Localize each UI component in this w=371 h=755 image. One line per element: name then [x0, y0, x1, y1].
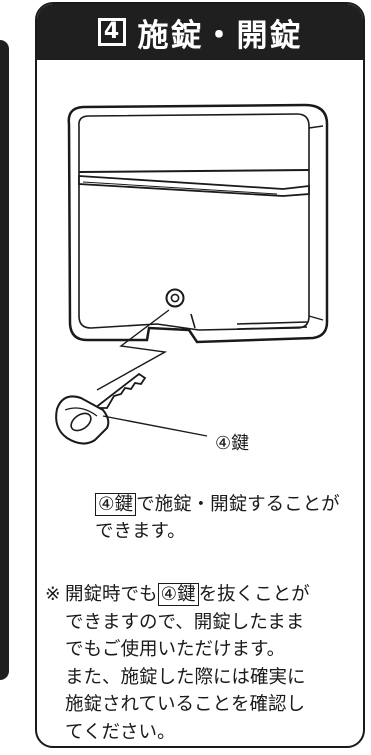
note-line1-after: を抜くことが: [198, 584, 310, 605]
key-blade: [92, 372, 147, 409]
key-head-ridge: [64, 407, 98, 417]
section-number-badge: 4: [97, 18, 126, 46]
mailbox-body-outline: [67, 103, 329, 344]
mail-slot-flap: [78, 175, 310, 197]
note-line3: でもご使用いただけます。: [65, 639, 286, 660]
note-line5: 施錠されていることを確認し: [65, 694, 305, 715]
description-line1: で施錠・開錠することが: [136, 494, 340, 515]
section-title: 施錠・開錠: [137, 17, 303, 54]
note-line4: また、施錠した際には確実に: [65, 666, 306, 688]
keyhole-inner: [170, 293, 180, 303]
description-text: ④鍵で施錠・開錠することが できます。: [95, 491, 355, 545]
note-key-reference-box: ④鍵: [157, 583, 199, 606]
key-head-hole: [70, 412, 92, 432]
key-label: ④鍵: [215, 433, 250, 454]
adjacent-page-edge: [0, 40, 9, 680]
key-label-leader-line: [102, 415, 208, 437]
mailbox-side-depth: [308, 125, 324, 321]
description-line2: できます。: [95, 521, 186, 542]
mailbox-key-illustration: [55, 103, 329, 445]
door-bottom-trim: [190, 313, 308, 330]
mail-slot-top: [78, 169, 310, 173]
instruction-panel: 4 施錠・開錠 ④鍵 ④鍵で施錠・開錠することが できます。: [35, 2, 365, 748]
note-mark: ※: [45, 584, 61, 605]
note-line2: できますので、開錠したまま: [65, 611, 305, 633]
key-reference-box: ④鍵: [95, 493, 137, 516]
keyhole-leader-line: [96, 309, 170, 391]
section-header: 4 施錠・開錠: [37, 4, 363, 60]
mail-slot-shadow: [82, 181, 278, 195]
note-line6: てください。: [65, 721, 176, 743]
note-line1-before: 開錠時でも: [65, 584, 158, 605]
